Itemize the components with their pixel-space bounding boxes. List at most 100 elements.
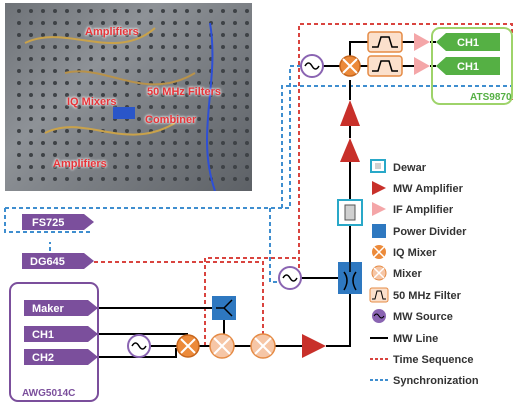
board-hole — [137, 33, 141, 37]
board-hole — [29, 81, 33, 85]
board-hole — [29, 141, 33, 145]
mw-lines — [96, 41, 436, 358]
board-hole — [197, 21, 201, 25]
sync-to-source — [5, 65, 312, 209]
board-hole — [245, 9, 249, 13]
board-hole — [137, 153, 141, 157]
board-hole — [65, 129, 69, 133]
board-hole — [245, 81, 249, 85]
time-seq-loop — [204, 257, 299, 346]
board-hole — [41, 81, 45, 85]
board-hole — [41, 21, 45, 25]
board-hole — [245, 21, 249, 25]
board-hole — [65, 141, 69, 145]
maker-label: Maker — [32, 303, 65, 315]
legend-power-divider-label: Power Divider — [393, 226, 467, 238]
board-hole — [173, 21, 177, 25]
board-hole — [53, 33, 57, 37]
board-hole — [233, 57, 237, 61]
board-hole — [233, 105, 237, 109]
board-hole — [149, 21, 153, 25]
board-hole — [185, 81, 189, 85]
board-hole — [245, 117, 249, 121]
board-hole — [233, 33, 237, 37]
digitizer-ch1-b[interactable]: CH1 — [436, 57, 500, 75]
board-hole — [29, 129, 33, 133]
legend-synchronization-label: Synchronization — [393, 375, 479, 387]
mw-amplifier-chain-2 — [340, 138, 360, 162]
board-hole — [221, 141, 225, 145]
board-hole — [53, 69, 57, 73]
board-hole — [173, 141, 177, 145]
mw-amplifier-bottom — [302, 334, 326, 358]
board-hole — [53, 93, 57, 97]
board-hole — [77, 117, 81, 121]
board-hole — [17, 165, 21, 169]
legend-iq-mixer-label: IQ Mixer — [393, 247, 437, 259]
board-hole — [89, 117, 93, 121]
board-hole — [125, 177, 129, 181]
board-hole — [89, 177, 93, 181]
board-hole — [101, 69, 105, 73]
board-hole — [137, 141, 141, 145]
photo-gold-cable — [44, 122, 176, 136]
sync-to-digitizer — [281, 85, 512, 208]
board-hole — [233, 9, 237, 13]
board-hole — [41, 93, 45, 97]
board-hole — [41, 57, 45, 61]
board-hole — [113, 45, 117, 49]
board-hole — [77, 93, 81, 97]
time-seq-to-digitizer — [298, 23, 513, 282]
board-hole — [77, 45, 81, 49]
board-hole — [137, 57, 141, 61]
board-hole — [101, 105, 105, 109]
board-hole — [185, 33, 189, 37]
board-hole — [77, 81, 81, 85]
board-hole — [173, 129, 177, 133]
board-hole — [221, 9, 225, 13]
board-hole — [233, 177, 237, 181]
board-hole — [221, 45, 225, 49]
board-hole — [149, 117, 153, 121]
sync-fs725-left — [4, 208, 90, 233]
board-hole — [185, 129, 189, 133]
board-hole — [173, 69, 177, 73]
board-hole — [17, 177, 21, 181]
board-hole — [245, 165, 249, 169]
board-hole — [173, 9, 177, 13]
board-hole — [65, 105, 69, 109]
board-hole — [29, 33, 33, 37]
board-hole — [65, 93, 69, 97]
awg-ch2-output[interactable]: CH2 — [24, 349, 98, 365]
board-hole — [149, 105, 153, 109]
board-hole — [77, 105, 81, 109]
legend-time-sequence-label: Time Sequence — [393, 354, 474, 366]
board-hole — [197, 33, 201, 37]
board-hole — [221, 129, 225, 133]
fs725-instrument[interactable]: FS725 — [22, 214, 94, 230]
board-hole — [161, 153, 165, 157]
board-hole — [173, 33, 177, 37]
board-hole — [149, 165, 153, 169]
dg645-instrument[interactable]: DG645 — [22, 253, 94, 269]
board-hole — [17, 45, 21, 49]
awg-ch1-output[interactable]: CH1 — [24, 326, 98, 342]
digitizer-ch1-a[interactable]: CH1 — [436, 33, 500, 51]
board-hole — [245, 57, 249, 61]
board-hole — [185, 69, 189, 73]
board-hole — [53, 21, 57, 25]
board-hole — [197, 129, 201, 133]
board-hole — [173, 57, 177, 61]
board-hole — [185, 9, 189, 13]
board-hole — [29, 177, 33, 181]
board-hole — [137, 129, 141, 133]
board-hole — [125, 129, 129, 133]
awg-maker-output[interactable]: Maker — [24, 300, 98, 316]
filter-top-2 — [367, 55, 403, 77]
board-hole — [65, 9, 69, 13]
photo-label-filters: 50 MHz Filters — [147, 86, 221, 98]
board-hole — [53, 45, 57, 49]
legend-mw-line-label: MW Line — [393, 333, 438, 345]
board-hole — [137, 69, 141, 73]
board-hole — [29, 21, 33, 25]
